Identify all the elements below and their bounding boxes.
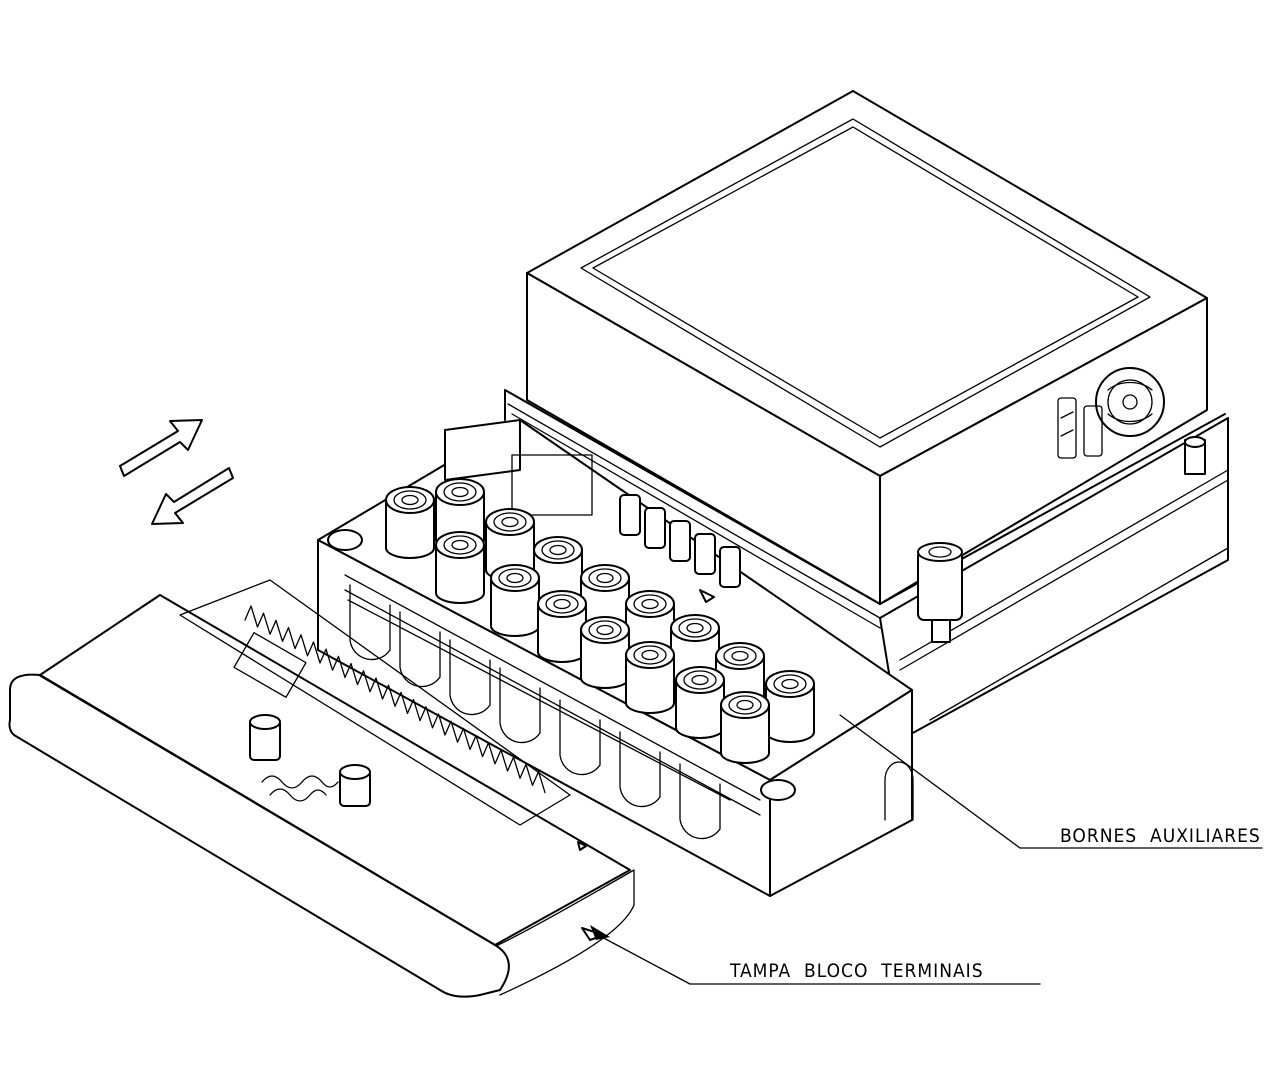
cover-spring [244,605,546,794]
double-arrow-remove-icon [151,467,234,525]
terminal-post [490,564,540,637]
terminal-post [720,691,770,764]
terminal-post [625,641,675,714]
meter-housing [504,90,1229,741]
terminal-post [385,486,435,559]
callout-leader-aux [839,714,1263,849]
terminal-post [537,590,587,663]
brand-logo [1057,367,1165,459]
wire-entry-slots [349,584,721,840]
terminal-posts [385,478,815,764]
terminal-post [675,666,725,739]
label-auxiliary-terminals: BORNES AUXILIARES [1060,825,1261,847]
terminal-post [580,616,630,689]
terminal-post [765,670,815,743]
auxiliary-terminals [619,494,741,603]
callout-leader-cover [590,925,1041,985]
double-arrow-insert-icon [119,419,203,477]
terminal-block-cover [8,579,635,998]
terminal-post [435,531,485,604]
label-terminal-cover: TAMPA BLOCO TERMINAIS [730,960,984,982]
